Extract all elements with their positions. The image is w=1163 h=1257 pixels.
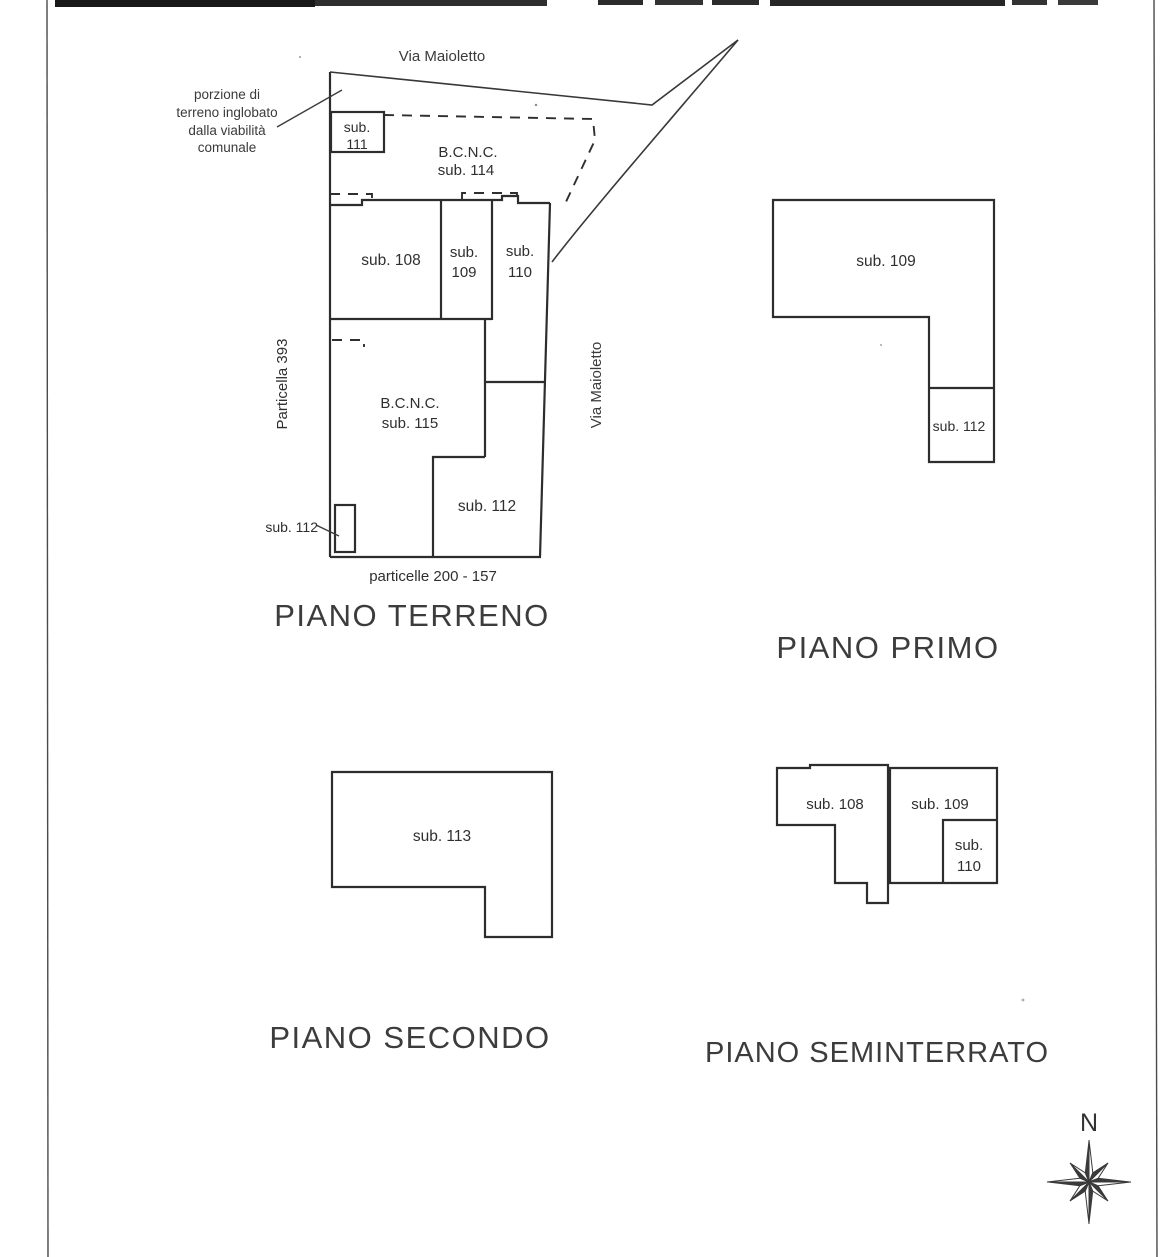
plan-title-seminterrato: PIANO SEMINTERRATO xyxy=(705,1037,1049,1069)
sub112-small-leader-line xyxy=(315,524,340,537)
room-label-primo-sub112: sub. 112 xyxy=(933,418,986,434)
scan-smudge xyxy=(315,0,547,6)
secondo-outline xyxy=(330,770,554,939)
seminterrato-sub110-box xyxy=(941,818,997,883)
parcel-right-wall xyxy=(538,202,552,558)
annotation-line3: dalla viabilità xyxy=(188,123,266,138)
street-label-top: Via Maioletto xyxy=(399,48,485,65)
scan-smudge xyxy=(1058,0,1098,5)
room-label-sub113: sub. 113 xyxy=(413,828,471,845)
compass-rose: N xyxy=(1046,1109,1132,1225)
plan-title-terreno: PIANO TERRENO xyxy=(274,598,550,633)
dashed-segment-mid xyxy=(461,192,518,199)
area-label-bcnc115-line1: B.C.N.C. xyxy=(380,395,439,412)
room-label-primo-sub109: sub. 109 xyxy=(856,253,915,270)
room-label-sub111-line1: sub. xyxy=(344,119,370,135)
scan-smudge xyxy=(770,0,1005,6)
dashed-segment-sub115 xyxy=(332,339,365,347)
scan-artifacts xyxy=(46,0,1158,1257)
parcel-top-boundary xyxy=(329,39,739,106)
bcnc114-dashed-boundary xyxy=(383,114,596,205)
compass-north-label: N xyxy=(1080,1109,1098,1137)
seminterrato-sub109-outline xyxy=(888,766,999,885)
scan-speck xyxy=(534,103,538,107)
room-label-semi-sub110-line2: 110 xyxy=(957,858,981,875)
rooms-top-wall xyxy=(330,194,550,207)
road-wedge-edge xyxy=(551,39,739,263)
compass-point xyxy=(1088,1162,1109,1183)
scan-smudge xyxy=(1012,0,1047,5)
annotation-line1: porzione di xyxy=(194,87,260,102)
primo-outline xyxy=(771,198,996,464)
room-label-sub110-line2: 110 xyxy=(508,264,532,281)
room-label-sub112-large: sub. 112 xyxy=(458,498,516,515)
scan-smudge xyxy=(598,0,643,5)
plan-piano-seminterrato: sub. 108 sub. 109 sub. 110 PIANO SEMINTE… xyxy=(705,763,1049,1069)
plan-title-secondo: PIANO SECONDO xyxy=(269,1020,550,1055)
room-label-sub112-small: sub. 112 xyxy=(265,519,318,535)
area-label-bcnc114-line2: sub. 114 xyxy=(438,162,494,179)
plan-piano-secondo: sub. 113 PIANO SECONDO xyxy=(269,770,554,1055)
room-label-sub109-line2: 109 xyxy=(451,264,476,281)
annotation-line4: comunale xyxy=(198,140,257,155)
dashed-segment-left xyxy=(330,193,373,200)
room-label-sub110-line1: sub. xyxy=(506,243,534,260)
sub111-box xyxy=(329,110,386,154)
area-label-bcnc114-line1: B.C.N.C. xyxy=(438,144,497,161)
scan-speck xyxy=(299,56,301,58)
room-label-semi-sub110-line1: sub. xyxy=(955,837,983,854)
room-label-semi-sub108: sub. 108 xyxy=(806,796,864,813)
scan-smudge xyxy=(655,0,703,5)
parcel-label-bottom: particelle 200 - 157 xyxy=(369,568,497,585)
plan-piano-terreno: Via Maioletto porzione di terreno inglob… xyxy=(176,39,739,633)
room-label-sub111-line2: 111 xyxy=(346,136,367,152)
scan-border-left xyxy=(46,0,49,1257)
seminterrato-sub108-outline xyxy=(775,763,890,905)
room-label-sub108: sub. 108 xyxy=(361,252,420,269)
annotation-line2: terreno inglobato xyxy=(176,105,277,120)
scan-smudge xyxy=(55,0,315,7)
wall-sub115-step xyxy=(431,455,485,557)
room-label-semi-sub109: sub. 109 xyxy=(911,796,969,813)
plan-title-primo: PIANO PRIMO xyxy=(776,630,999,665)
area-label-bcnc115-line2: sub. 115 xyxy=(382,415,438,432)
sub112-small-box xyxy=(333,503,357,554)
scan-smudge xyxy=(712,0,759,5)
parcel-label-left: Particella 393 xyxy=(274,339,291,430)
scan-border-right xyxy=(1153,0,1158,1257)
scan-speck xyxy=(879,343,883,347)
street-label-right: Via Maioletto xyxy=(588,342,605,428)
scan-speck xyxy=(1021,998,1025,1002)
annotation-leader-line xyxy=(276,89,343,128)
plan-piano-primo: sub. 109 sub. 112 PIANO PRIMO xyxy=(771,198,999,665)
room-label-sub109-line1: sub. xyxy=(450,244,478,261)
